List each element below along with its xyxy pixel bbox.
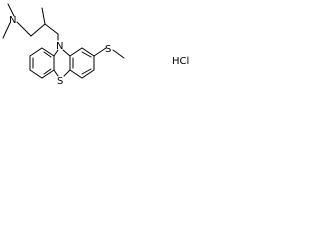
bond-ch-ch2 <box>44 23 59 35</box>
left-ring-double-1 <box>43 51 52 58</box>
right-ring-double-2 <box>81 51 92 58</box>
bond-n-ch2 <box>16 21 32 37</box>
amine-n-label: N <box>9 15 16 26</box>
right-benzene-ring <box>69 47 95 79</box>
right-ring-outline <box>69 47 95 79</box>
bond-ring-s <box>93 47 107 57</box>
bond-left-ring-n <box>53 49 59 57</box>
left-ring-outline <box>29 47 55 79</box>
molecule-diagram: N N S S HCl <box>2 3 189 87</box>
bond-n-methyl-top <box>7 3 15 17</box>
ring-s-label: S <box>57 76 63 87</box>
methylthio-group <box>93 47 125 59</box>
central-ring <box>53 49 71 77</box>
hcl-label: HCl <box>172 56 189 67</box>
left-benzene-ring <box>29 47 55 79</box>
bond-left-ring-s <box>53 69 59 77</box>
left-ring-double-3 <box>43 68 52 75</box>
ring-n-label: N <box>56 41 63 52</box>
bond-ch2-ch <box>30 23 46 37</box>
bond-s-methyl <box>112 49 125 59</box>
bond-n-right-ring <box>62 49 71 57</box>
right-ring-double-3 <box>81 68 92 75</box>
bond-s-right-ring <box>63 69 71 77</box>
side-chain-bonds <box>2 3 59 41</box>
thioether-s-label: S <box>105 44 111 55</box>
bond-methyl-n-left <box>2 22 11 39</box>
bond-ch-methyl <box>41 7 46 25</box>
